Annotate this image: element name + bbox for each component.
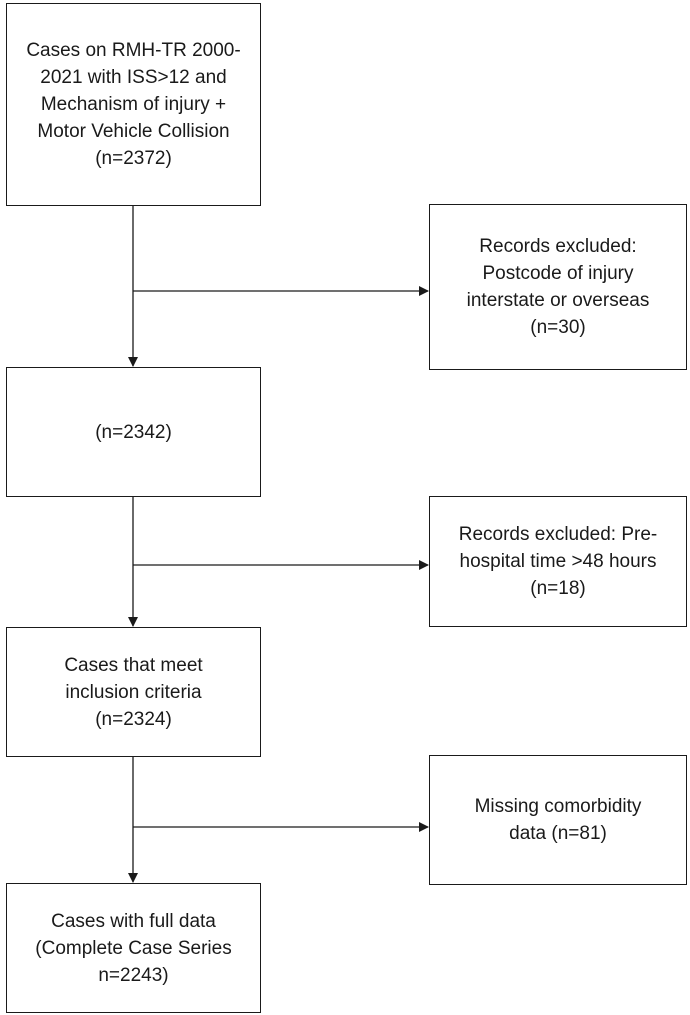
box-text-line: inclusion criteria [65, 681, 202, 703]
box-text-line: hospital time >48 hours [459, 551, 657, 572]
box-text-line: Cases with full data [51, 910, 216, 932]
after-postcode-text: (n=2342) [95, 419, 172, 446]
box-text-line: Motor Vehicle Collision [37, 121, 230, 142]
box-text-line: interstate or overseas [466, 290, 650, 311]
prehospital-exclusion-box: Records excluded: Pre- hospital time >48… [429, 496, 687, 627]
box-text-line: 2021 with ISS>12 and [40, 67, 227, 88]
box-text-line: (n=2324) [95, 708, 172, 730]
comorbidity-exclusion-box: Missing comorbidity data (n=81) [429, 755, 687, 885]
full-data-box: Cases with full data (Complete Case Seri… [6, 883, 261, 1013]
box-text-line: Cases on RMH-TR 2000- [26, 40, 241, 61]
box-text-line: (n=2342) [95, 421, 172, 443]
initial-cases-text: Cases on RMH-TR 2000- 2021 with ISS>12 a… [26, 37, 240, 172]
box-text-line: (n=18) [530, 578, 586, 599]
postcode-exclusion-text: Records excluded: Postcode of injury int… [467, 233, 650, 341]
box-text-line: Missing comorbidity [474, 796, 642, 817]
box-text-line: (n=2372) [95, 148, 172, 169]
box-text-line: Postcode of injury [482, 263, 634, 284]
prehospital-exclusion-text: Records excluded: Pre- hospital time >48… [459, 521, 658, 602]
initial-cases-box: Cases on RMH-TR 2000- 2021 with ISS>12 a… [6, 3, 261, 206]
after-postcode-box: (n=2342) [6, 367, 261, 497]
box-text-line: (Complete Case Series [35, 937, 232, 959]
postcode-exclusion-box: Records excluded: Postcode of injury int… [429, 204, 687, 370]
inclusion-criteria-box: Cases that meet inclusion criteria (n=23… [6, 627, 261, 757]
box-text-line: n=2243) [98, 964, 169, 986]
box-text-line: Records excluded: [479, 236, 637, 257]
comorbidity-exclusion-text: Missing comorbidity data (n=81) [475, 793, 642, 847]
box-text-line: Records excluded: Pre- [458, 524, 658, 545]
box-text-line: Mechanism of injury + [40, 94, 227, 115]
box-text-line: (n=30) [530, 317, 586, 338]
full-data-text: Cases with full data (Complete Case Seri… [35, 908, 231, 989]
inclusion-criteria-text: Cases that meet inclusion criteria (n=23… [64, 652, 202, 733]
box-text-line: data (n=81) [509, 823, 607, 844]
box-text-line: Cases that meet [64, 654, 203, 676]
